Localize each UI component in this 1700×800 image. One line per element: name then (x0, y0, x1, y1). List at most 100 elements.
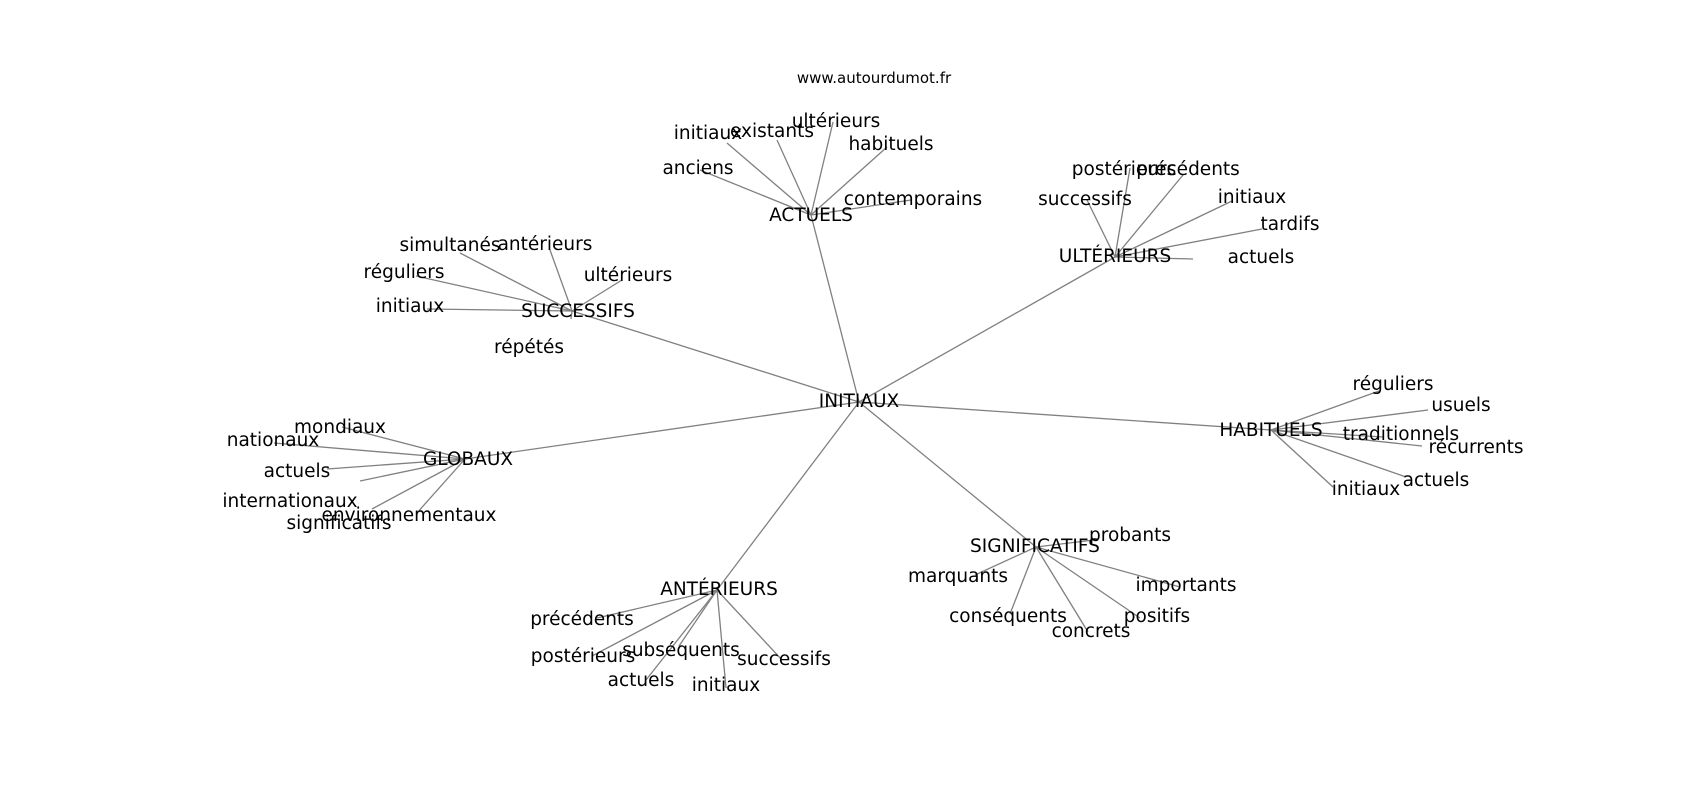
edge-anterieurs-leaf (716, 589, 727, 689)
edge-actuels-leaf (699, 169, 812, 216)
edge-actuels-leaf (810, 146, 888, 216)
root-node-label[interactable]: INITIAUX (819, 391, 900, 412)
edge-habituels-leaf (1270, 429, 1384, 438)
edge-root-successifs (571, 310, 860, 403)
leaf-node-ulterieurs[interactable]: initiaux (1218, 187, 1286, 208)
hub-node-anterieurs[interactable]: ANTÉRIEURS (660, 578, 778, 600)
leaf-node-anterieurs[interactable]: subséquents (622, 640, 740, 661)
leaf-node-successifs[interactable]: répétés (494, 337, 564, 358)
edge-globaux-leaf (341, 426, 466, 460)
edge-actuels-leaf (810, 121, 834, 216)
edge-anterieurs-leaf (716, 589, 783, 661)
leaf-node-habituels[interactable]: traditionnels (1343, 424, 1459, 445)
edge-successifs-leaf (570, 310, 573, 320)
leaf-node-successifs[interactable]: initiaux (376, 296, 444, 317)
leaf-node-significatifs[interactable]: probants (1089, 525, 1171, 546)
edge-significatifs-leaf (1035, 546, 1141, 619)
edge-ulterieurs-leaf (1114, 200, 1233, 258)
leaf-node-globaux[interactable]: internationaux (222, 491, 357, 512)
leaf-node-successifs[interactable]: réguliers (364, 262, 445, 283)
edge-successifs-leaf (571, 279, 623, 312)
leaf-node-habituels[interactable]: actuels (1403, 470, 1470, 491)
leaf-node-ulterieurs[interactable]: tardifs (1261, 214, 1320, 235)
edge-significatifs-leaf (1009, 546, 1037, 615)
edge-ulterieurs-leaf (1114, 228, 1263, 258)
hub-node-actuels[interactable]: ACTUELS (769, 205, 853, 226)
edge-habituels-leaf (1270, 409, 1429, 431)
hub-node-habituels[interactable]: HABITUELS (1219, 420, 1322, 441)
leaf-node-habituels[interactable]: initiaux (1332, 479, 1400, 500)
edge-anterieurs-leaf (645, 589, 718, 681)
edge-globaux-leaf (359, 458, 466, 482)
leaf-node-globaux[interactable]: nationaux (227, 430, 320, 451)
edge-habituels-leaf (1270, 429, 1407, 478)
leaf-node-significatifs[interactable]: marquants (908, 566, 1008, 587)
edge-actuels-leaf (726, 142, 812, 216)
edge-anterieurs-leaf (596, 589, 718, 619)
leaf-node-ulterieurs[interactable]: précédents (1136, 159, 1240, 180)
hub-node-successifs[interactable]: SUCCESSIFS (521, 301, 635, 322)
graph-edges (273, 121, 1429, 689)
leaf-node-successifs[interactable]: simultanés (399, 235, 500, 256)
leaf-node-anterieurs[interactable]: actuels (608, 670, 675, 691)
leaf-node-successifs[interactable]: antérieurs (498, 234, 593, 255)
leaf-node-ulterieurs[interactable]: postérieurs (1072, 159, 1176, 180)
edge-habituels-leaf (1270, 390, 1380, 431)
edge-significatifs-leaf (1035, 546, 1089, 633)
leaf-node-significatifs[interactable]: importants (1135, 575, 1236, 596)
hub-node-ulterieurs[interactable]: ULTÉRIEURS (1059, 245, 1171, 267)
leaf-node-anterieurs[interactable]: successifs (737, 649, 831, 670)
edge-successifs-leaf (415, 275, 573, 312)
leaf-node-actuels[interactable]: initiaux (674, 123, 742, 144)
leaf-node-actuels[interactable]: contemporains (844, 189, 982, 210)
edge-habituels-leaf (1270, 429, 1423, 447)
edge-ulterieurs-leaf (1114, 174, 1184, 258)
leaf-node-habituels[interactable]: réguliers (1353, 374, 1434, 395)
edge-ulterieurs-leaf (1114, 256, 1194, 260)
leaf-node-actuels[interactable]: existants (730, 121, 814, 142)
edge-actuels-leaf (776, 139, 812, 216)
leaf-node-ulterieurs[interactable]: actuels (1228, 247, 1295, 268)
edge-root-globaux (464, 401, 860, 460)
leaf-node-anterieurs[interactable]: initiaux (692, 675, 760, 696)
edge-globaux-leaf (371, 458, 466, 510)
edge-globaux-leaf (415, 458, 466, 515)
edge-globaux-leaf (273, 442, 466, 460)
edge-root-significatifs (858, 401, 1037, 548)
leaf-node-globaux[interactable]: mondiaux (294, 417, 386, 438)
leaf-node-habituels[interactable]: récurrents (1429, 437, 1524, 458)
leaf-node-globaux[interactable]: environnementaux (322, 505, 497, 526)
edge-actuels-leaf (810, 199, 912, 216)
leaf-node-globaux[interactable]: actuels (264, 461, 331, 482)
edge-significatifs-leaf (1035, 546, 1181, 588)
edge-habituels-leaf (1270, 429, 1334, 488)
graph-labels: www.autourdumot.fr INITIAUX ACTUELS initi… (222, 69, 1523, 696)
site-label: www.autourdumot.fr (797, 69, 952, 87)
edge-anterieurs-leaf (591, 589, 718, 657)
leaf-node-actuels[interactable]: anciens (662, 158, 733, 179)
edge-root-habituels (858, 401, 1272, 431)
leaf-node-significatifs[interactable]: positifs (1124, 606, 1190, 627)
leaf-node-successifs[interactable]: ultérieurs (584, 265, 673, 286)
edge-root-actuels (810, 214, 860, 403)
edge-significatifs-leaf (974, 546, 1037, 576)
hub-node-significatifs[interactable]: SIGNIFICATIFS (970, 536, 1100, 557)
edge-successifs-leaf (459, 252, 573, 312)
leaf-node-anterieurs[interactable]: postérieurs (531, 646, 635, 667)
leaf-node-anterieurs[interactable]: précédents (530, 609, 634, 630)
edge-root-anterieurs (716, 401, 860, 591)
hub-node-globaux[interactable]: GLOBAUX (423, 449, 513, 470)
leaf-node-significatifs[interactable]: concrets (1052, 621, 1131, 642)
edge-successifs-leaf (549, 249, 573, 312)
edge-anterieurs-leaf (678, 589, 718, 647)
leaf-node-habituels[interactable]: usuels (1431, 395, 1490, 416)
leaf-node-significatifs[interactable]: conséquents (949, 606, 1067, 627)
leaf-node-actuels[interactable]: ultérieurs (792, 111, 881, 132)
leaf-node-actuels[interactable]: habituels (848, 134, 933, 155)
edge-ulterieurs-leaf (1086, 199, 1116, 258)
leaf-node-globaux[interactable]: significatifs (286, 513, 391, 534)
edge-globaux-leaf (326, 458, 466, 470)
edge-ulterieurs-leaf (1114, 167, 1131, 258)
leaf-node-ulterieurs[interactable]: successifs (1038, 189, 1132, 210)
